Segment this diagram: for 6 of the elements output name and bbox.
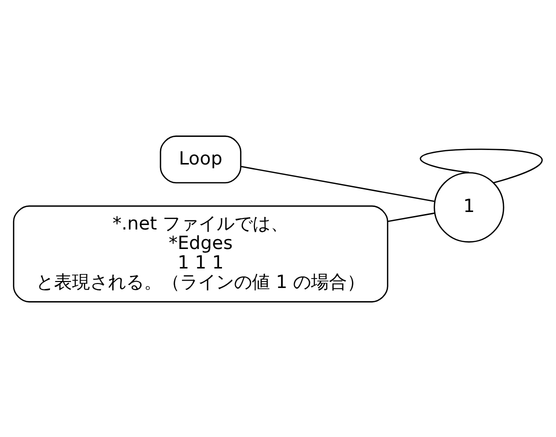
node-box: *.net ファイルでは、 *Edges 1 1 1 と表現される。（ラインの値 1 の場合） [12, 204, 388, 302]
node-circle: 1 [434, 172, 504, 242]
connector [420, 148, 542, 183]
connector [241, 165, 435, 202]
connector [388, 212, 434, 222]
node-box: Loop [160, 135, 242, 183]
